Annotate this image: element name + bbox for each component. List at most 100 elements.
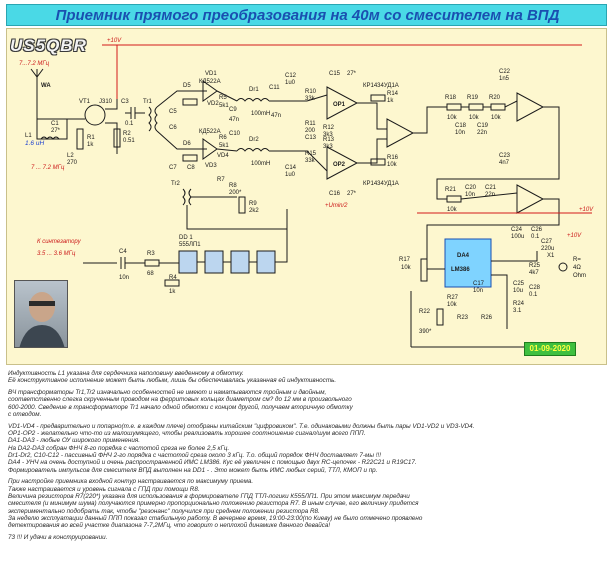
c5-label: C5 [169, 109, 177, 115]
schematic-diagram: +10V WA 7...7.2 МГц L1 1.6 uH C1 27* 7 .… [19, 38, 594, 348]
r1-label: R1 [87, 135, 95, 141]
c9-label: C9 [229, 107, 237, 113]
load-unit: Ohm [573, 273, 586, 279]
r19-resistor [468, 103, 484, 111]
callsign-logo: US5QBR [10, 36, 87, 55]
r13-label: R13 [323, 137, 335, 143]
r4-resistor [164, 279, 180, 287]
tr2-transformer [182, 188, 192, 206]
l2-label: L2 [67, 153, 74, 159]
c4-label: C4 [119, 249, 127, 255]
description-paragraph: VD1-VD4 - предварительно и попарно(т.е. … [8, 422, 475, 474]
diff-output-wire [413, 106, 447, 134]
lpf-amplifier-2 [516, 184, 545, 214]
mixer-arms [156, 90, 207, 150]
r2-value: 0.51 [123, 138, 135, 144]
vd1-type: КД522А [199, 79, 221, 85]
c19-value: 22n [477, 130, 487, 136]
r3-resistor [144, 259, 160, 267]
l1-label: L1 [25, 133, 32, 139]
c7-label: C7 [169, 165, 177, 171]
r5-label: R5 [219, 95, 227, 101]
c17-value: 10n [473, 288, 483, 294]
input-band: 7 ... 7.2 МГц [31, 165, 65, 171]
c8-label: C8 [187, 165, 195, 171]
r18-resistor [446, 103, 462, 111]
author-photo-icon [19, 292, 65, 347]
c23-label: C23 [499, 153, 511, 159]
c20-value: 10n [465, 192, 475, 198]
r22-label: R22 [419, 309, 431, 315]
schematic-panel: +10V WA 7...7.2 МГц L1 1.6 uH C1 27* 7 .… [6, 28, 607, 365]
c14-value: 1u0 [285, 172, 296, 178]
op1-amplifier [326, 86, 359, 120]
c21-label: C21 [485, 185, 497, 191]
umin-label: +Umin/2 [325, 203, 348, 209]
da4-wires [427, 251, 538, 329]
r12-label: R12 [323, 125, 335, 131]
tr2-label: Tr2 [171, 181, 180, 187]
r24-label: R24 [513, 301, 525, 307]
tr1-transformer [148, 106, 158, 132]
load-value: 4Ω [573, 265, 581, 271]
c3-label: C3 [121, 99, 129, 105]
r6-value: 5k1 [219, 143, 229, 149]
r14-label: R14 [387, 91, 399, 97]
dr1-label: Dr1 [249, 87, 259, 93]
dr2-choke [236, 148, 270, 152]
lpf-wires-2 [426, 192, 560, 259]
c10-label: C10 [229, 131, 241, 137]
lo-title: К синтезатору [37, 239, 82, 245]
dd1-label: DD 1 [179, 235, 193, 241]
r4-value: 1k [169, 289, 176, 295]
r9-label: R9 [249, 201, 257, 207]
diff-amplifier [386, 118, 415, 148]
vd3-label: VD3 [205, 163, 217, 169]
r24-value: 3.1 [513, 308, 522, 314]
r18-value: 10k [447, 115, 458, 121]
tr1-label: Tr1 [143, 99, 152, 105]
r22-value: 390* [419, 329, 432, 335]
c26-value: 0.1 [531, 234, 540, 240]
r15-label: R15 [305, 151, 317, 157]
c28-label: C28 [529, 285, 541, 291]
r8-label: R8 [229, 183, 237, 189]
r27-label: R27 [447, 295, 459, 301]
op-wires [306, 94, 387, 172]
rail-label-right: +10V [579, 207, 594, 213]
c2-value: 47n [229, 117, 239, 123]
c28-value: 0.1 [529, 292, 538, 298]
r2-label: R2 [123, 131, 131, 137]
dr1-choke [236, 98, 270, 102]
r25-label: R25 [529, 263, 541, 269]
description-paragraph: ВЧ трансформаторы Tr1,Tr2 изначально осо… [8, 389, 353, 418]
c18-value: 10n [455, 130, 465, 136]
r14-resistor [370, 94, 386, 102]
r19-value: 10k [469, 115, 480, 121]
vd1-label: VD1 [205, 71, 217, 77]
dd1-gate-4 [256, 250, 276, 274]
lo-band: 3.5 ... 3.6 МГц [37, 251, 76, 257]
da4-chip [444, 238, 492, 288]
description-paragraph: 73 !!! И удачи в конструировании. [8, 533, 108, 541]
r16-label: R16 [387, 155, 399, 161]
description-paragraph: Индуктивность L1 указана для сердечника … [8, 370, 337, 385]
l2-value: 270 [67, 160, 78, 166]
r14-value: 1k [387, 98, 394, 104]
vd3-diode-icon [202, 138, 218, 160]
d6-label: D6 [183, 141, 191, 147]
vd4-label: VD4 [217, 153, 229, 159]
r6-label: R6 [219, 135, 227, 141]
mixer-output-wires [216, 90, 307, 152]
vt1-wires [67, 99, 118, 154]
dd1-wires [197, 209, 288, 263]
vt1-transistor [84, 104, 106, 126]
vd2-label: VD2 [207, 101, 219, 107]
title-bar: Приемник прямого преобразования на 40м с… [6, 4, 607, 26]
rail-label-mid: +10V [567, 233, 582, 239]
c15-value: 27* [347, 71, 357, 77]
c12-value: 1u0 [285, 80, 296, 86]
r4-label: R4 [169, 275, 177, 281]
r27-value: 10k [447, 302, 458, 308]
